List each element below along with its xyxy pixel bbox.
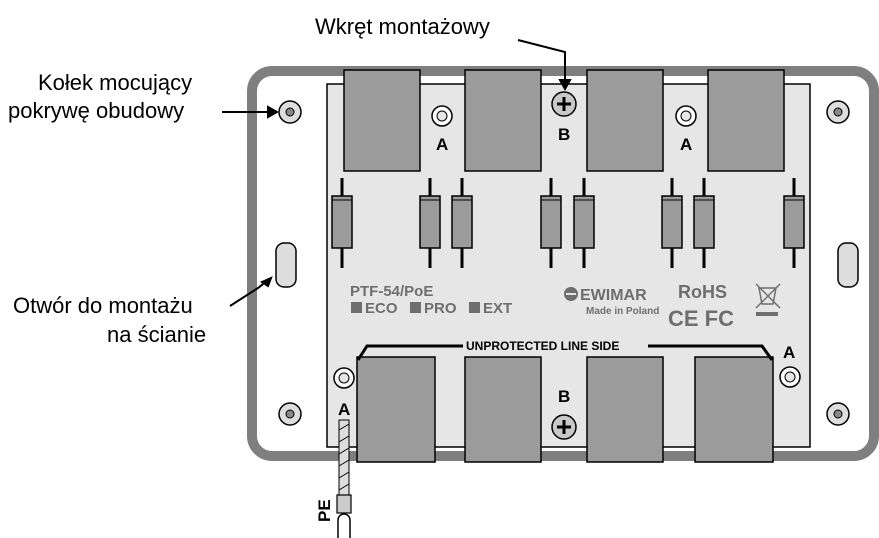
top-connectors (343, 69, 785, 172)
model-label: PTF-54/PoE (350, 283, 433, 300)
variant-square-icon (351, 302, 362, 313)
cover-pin-icon (826, 402, 850, 426)
variant-label: EXT (483, 300, 512, 317)
wall-mount-slot-right (837, 242, 859, 288)
variant-label: ECO (365, 300, 398, 317)
surge-element (661, 178, 683, 268)
surge-element (573, 178, 595, 268)
wall-mount-slot-left (275, 242, 297, 288)
mount-hole-a (779, 366, 801, 388)
rohs-label: RoHS (678, 282, 727, 302)
mount-hole-a (333, 367, 355, 389)
pe-ground-wire: PE (315, 419, 352, 538)
cover-pins (278, 100, 850, 426)
rj45-connector-top-1 (343, 69, 421, 172)
variant-square-icon (469, 302, 480, 313)
variant-row: ECO PRO EXT (351, 300, 512, 317)
callout-lines (222, 39, 572, 307)
rj45-connector-top-2 (464, 69, 542, 172)
mount-hole-a (675, 105, 697, 127)
surge-element (451, 178, 473, 268)
rj45-connector-bottom-4 (694, 356, 774, 463)
label-a: A (680, 135, 692, 154)
weee-bin-icon (755, 283, 781, 316)
rj45-connector-top-3 (586, 69, 664, 172)
rj45-connector-bottom-3 (586, 356, 664, 463)
wall-hole-callout-line2: na ścianie (107, 322, 207, 347)
protection-components (331, 178, 805, 268)
label-a: A (783, 343, 795, 362)
rj45-connector-bottom-1 (356, 356, 436, 463)
surge-element (331, 178, 353, 268)
unprotected-line-bracket: UNPROTECTED LINE SIDE (356, 339, 774, 361)
ce-fc-mark: CE FC (668, 306, 734, 331)
bottom-connectors (356, 356, 774, 463)
label-a: A (436, 135, 448, 154)
rj45-connector-bottom-2 (464, 356, 542, 463)
cover-pin-icon (826, 100, 850, 124)
cover-pin-icon (278, 100, 302, 124)
brand-name: EWIMAR (580, 287, 647, 304)
variant-label: PRO (424, 300, 457, 317)
cover-pin-icon (278, 402, 302, 426)
label-a: A (338, 400, 350, 419)
unprotected-line-label: UNPROTECTED LINE SIDE (466, 339, 619, 353)
cover-pin-callout-line1: Kołek mocujący (38, 70, 193, 95)
rj45-connector-top-4 (707, 69, 785, 172)
pe-label: PE (315, 499, 334, 522)
surge-element (693, 178, 715, 268)
mounting-screw-icon (551, 91, 577, 117)
brand-logo: EWIMAR Made in Poland (564, 287, 659, 317)
mount-hole-a (431, 105, 453, 127)
mounting-screw-callout: Wkręt montażowy (315, 14, 490, 39)
mounting-screw-icon (551, 414, 577, 440)
surge-element (540, 178, 562, 268)
variant-square-icon (410, 302, 421, 313)
label-b: B (558, 125, 570, 144)
wall-hole-callout-line1: Otwór do montażu (13, 293, 193, 318)
surge-element (783, 178, 805, 268)
label-b: B (558, 387, 570, 406)
surge-element (419, 178, 441, 268)
cover-pin-callout-line2: pokrywę obudowy (8, 98, 185, 123)
made-in-label: Made in Poland (586, 306, 659, 317)
